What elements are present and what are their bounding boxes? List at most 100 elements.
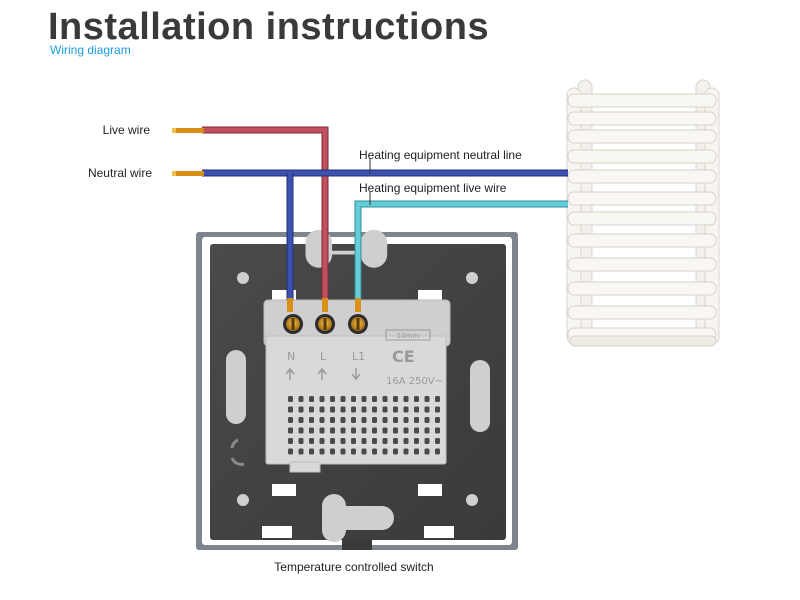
vent-hole <box>340 417 346 423</box>
vent-hole <box>351 417 356 423</box>
vent-hole <box>424 417 430 423</box>
ce-marking: CE <box>392 347 415 366</box>
vent-hole <box>340 448 346 455</box>
vent-hole <box>382 417 388 423</box>
vent-hole <box>435 417 440 423</box>
vent-hole <box>372 406 377 413</box>
vent-hole <box>298 427 304 434</box>
vent-hole <box>288 427 293 434</box>
vent-holes <box>288 396 440 455</box>
terminal-label-l: L <box>320 350 327 363</box>
vent-hole <box>319 448 325 455</box>
vent-hole <box>403 406 409 413</box>
vent-hole <box>393 406 398 413</box>
vent-hole <box>414 427 419 434</box>
vent-hole <box>319 406 325 413</box>
vent-hole <box>382 406 388 413</box>
vent-hole <box>435 396 440 402</box>
vent-hole <box>424 406 430 413</box>
vent-hole <box>414 417 419 423</box>
vent-hole <box>372 438 377 444</box>
vent-hole <box>340 427 346 434</box>
vent-hole <box>403 438 409 444</box>
terminal-label-l1: L1 <box>352 350 365 363</box>
terminal-screw-l1 <box>348 314 368 334</box>
vent-hole <box>351 406 356 413</box>
vent-hole <box>393 438 398 444</box>
vent-hole <box>372 448 377 455</box>
vent-hole <box>361 396 367 402</box>
vent-hole <box>309 396 314 402</box>
vent-hole <box>330 396 335 402</box>
vent-hole <box>424 396 430 402</box>
vent-hole <box>340 406 346 413</box>
vent-hole <box>330 448 335 455</box>
vent-hole <box>361 417 367 423</box>
vent-hole <box>309 427 314 434</box>
heating-neutral-label: Heating equipment neutral line <box>359 148 522 162</box>
vent-hole <box>393 396 398 402</box>
vent-hole <box>298 448 304 455</box>
rating-marking: 16A 250V~ <box>386 376 443 387</box>
vent-hole <box>319 427 325 434</box>
vent-hole <box>414 448 419 455</box>
heating-live-label: Heating equipment live wire <box>359 181 507 195</box>
terminal-screw-n <box>283 314 303 334</box>
vent-hole <box>288 406 293 413</box>
vent-hole <box>361 448 367 455</box>
terminal-label-n: N <box>287 350 295 363</box>
vent-hole <box>351 427 356 434</box>
vent-hole <box>424 427 430 434</box>
vent-hole <box>298 396 304 402</box>
vent-hole <box>309 417 314 423</box>
vent-hole <box>403 448 409 455</box>
switch-module: 10mm N L L1 CE 16A 250V~ <box>263 299 451 473</box>
page-title: Installation instructions <box>48 6 490 48</box>
live-wire-label: Live wire <box>103 123 151 137</box>
vent-hole <box>403 417 409 423</box>
vent-hole <box>393 427 398 434</box>
vent-hole <box>298 438 304 444</box>
vent-hole <box>351 448 356 455</box>
strip-length-marking: 10mm <box>397 332 420 340</box>
wires <box>164 126 568 312</box>
radiator-heater <box>566 79 720 347</box>
vent-hole <box>298 417 304 423</box>
vent-hole <box>288 396 293 402</box>
vent-hole <box>319 417 325 423</box>
vent-hole <box>340 438 346 444</box>
vent-hole <box>382 396 388 402</box>
vent-hole <box>435 427 440 434</box>
vent-hole <box>361 438 367 444</box>
page-subtitle: Wiring diagram <box>50 43 131 57</box>
vent-hole <box>351 438 356 444</box>
vent-hole <box>340 396 346 402</box>
terminal-arrows <box>285 367 361 381</box>
vent-hole <box>319 438 325 444</box>
vent-hole <box>330 406 335 413</box>
vent-hole <box>298 406 304 413</box>
vent-hole <box>361 406 367 413</box>
vent-hole <box>309 448 314 455</box>
vent-hole <box>288 417 293 423</box>
vent-hole <box>361 427 367 434</box>
vent-hole <box>330 417 335 423</box>
vent-hole <box>288 448 293 455</box>
vent-hole <box>382 427 388 434</box>
vent-hole <box>435 448 440 455</box>
switch-caption: Temperature controlled switch <box>274 560 433 574</box>
vent-hole <box>424 438 430 444</box>
vent-hole <box>309 438 314 444</box>
vent-hole <box>372 417 377 423</box>
vent-hole <box>330 427 335 434</box>
vent-hole <box>435 438 440 444</box>
vent-hole <box>372 427 377 434</box>
neutral-wire-label: Neutral wire <box>88 166 152 180</box>
vent-hole <box>414 396 419 402</box>
vent-hole <box>435 406 440 413</box>
vent-hole <box>372 396 377 402</box>
vent-hole <box>288 438 293 444</box>
vent-hole <box>330 438 335 444</box>
vent-hole <box>309 406 314 413</box>
